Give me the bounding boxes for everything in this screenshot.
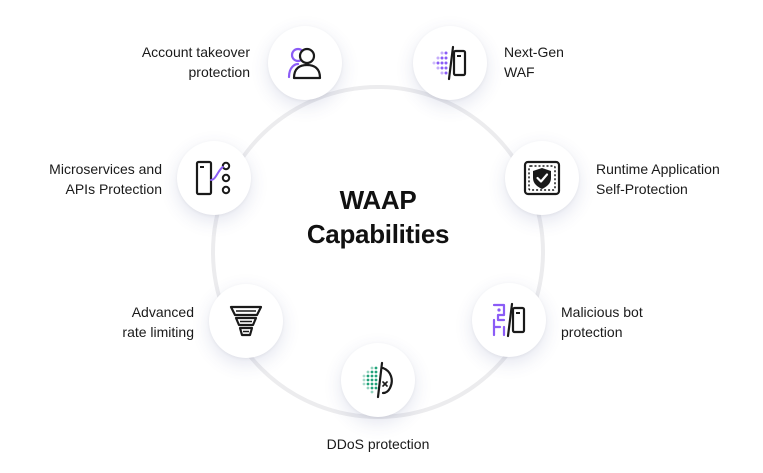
label-account-takeover: Account takeover protection — [141, 44, 250, 80]
label-next-gen-waf: Next-Gen WAF — [504, 44, 564, 80]
capability-ring — [211, 85, 545, 419]
label-rasp: Runtime Application Self-Protection — [596, 161, 720, 197]
node-rate-limiting — [209, 284, 283, 358]
bot-icon — [492, 302, 526, 338]
label-rate-limiting: Advanced rate limiting — [122, 304, 194, 340]
title-line-2: Capabilities — [306, 219, 450, 249]
microservices-icon — [195, 160, 231, 196]
node-microservices — [177, 141, 251, 215]
title-line-1: WAAP — [339, 185, 417, 215]
ddos-icon — [362, 361, 393, 399]
shield-chip-icon — [523, 160, 561, 196]
waf-icon — [432, 45, 467, 81]
node-next-gen-waf — [413, 26, 487, 100]
node-malicious-bot — [472, 283, 546, 357]
label-microservices: Microservices and APIs Protection — [49, 161, 162, 197]
funnel-icon — [229, 305, 263, 337]
label-ddos: DDoS protection — [326, 436, 430, 452]
node-account-takeover — [268, 26, 342, 100]
node-rasp — [505, 141, 579, 215]
user-icon — [287, 47, 322, 80]
node-ddos — [341, 343, 415, 417]
label-malicious-bot: Malicious bot protection — [561, 304, 643, 340]
diagram-title: WAAP Capabilities — [278, 183, 478, 251]
